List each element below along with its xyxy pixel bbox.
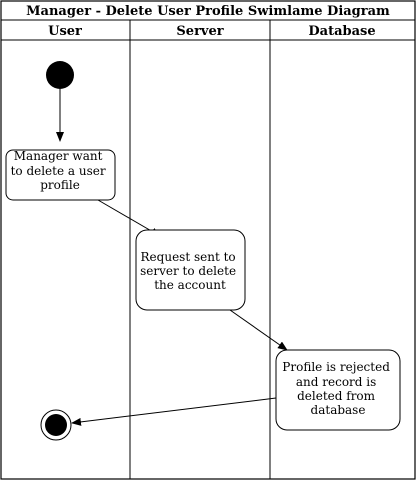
node-label-line: server to delete	[140, 264, 236, 278]
diagram-title: Manager - Delete User Profile Swimlame D…	[26, 4, 390, 19]
node-server-delete-request: Request sent to server to delete the acc…	[135, 229, 246, 311]
node-box	[5, 149, 116, 201]
lane-label-database: Database	[308, 24, 375, 39]
lane-label-server: Server	[176, 24, 223, 39]
node-label-line: Profile is rejected	[282, 360, 390, 374]
node-label: Profile is rejected and record is delete…	[282, 360, 393, 417]
edge-database-to-end	[71, 397, 277, 426]
node-label-line: and record is	[296, 375, 376, 389]
end-node	[40, 409, 72, 441]
start-node	[46, 61, 74, 89]
lane-label-user: User	[48, 24, 82, 39]
node-label-line: profile	[40, 178, 80, 192]
node-label-line: database	[311, 403, 366, 417]
node-box	[135, 229, 246, 311]
edge-server-to-database	[229, 309, 288, 351]
node-database-delete: Profile is rejected and record is delete…	[275, 349, 401, 431]
node-box	[275, 349, 401, 431]
node-label-line: Manager want	[14, 149, 103, 163]
node-label-line: to delete a user	[11, 164, 106, 178]
end-node-core	[45, 414, 67, 436]
node-manager-request: Manager want to delete a user profile	[5, 149, 116, 201]
node-label-line: deleted from	[297, 389, 376, 403]
node-label: Request sent to server to delete the acc…	[140, 250, 240, 292]
node-label-line: the account	[154, 278, 226, 292]
node-label: Manager want to delete a user profile	[11, 149, 110, 192]
node-label-line: Request sent to	[141, 250, 236, 264]
